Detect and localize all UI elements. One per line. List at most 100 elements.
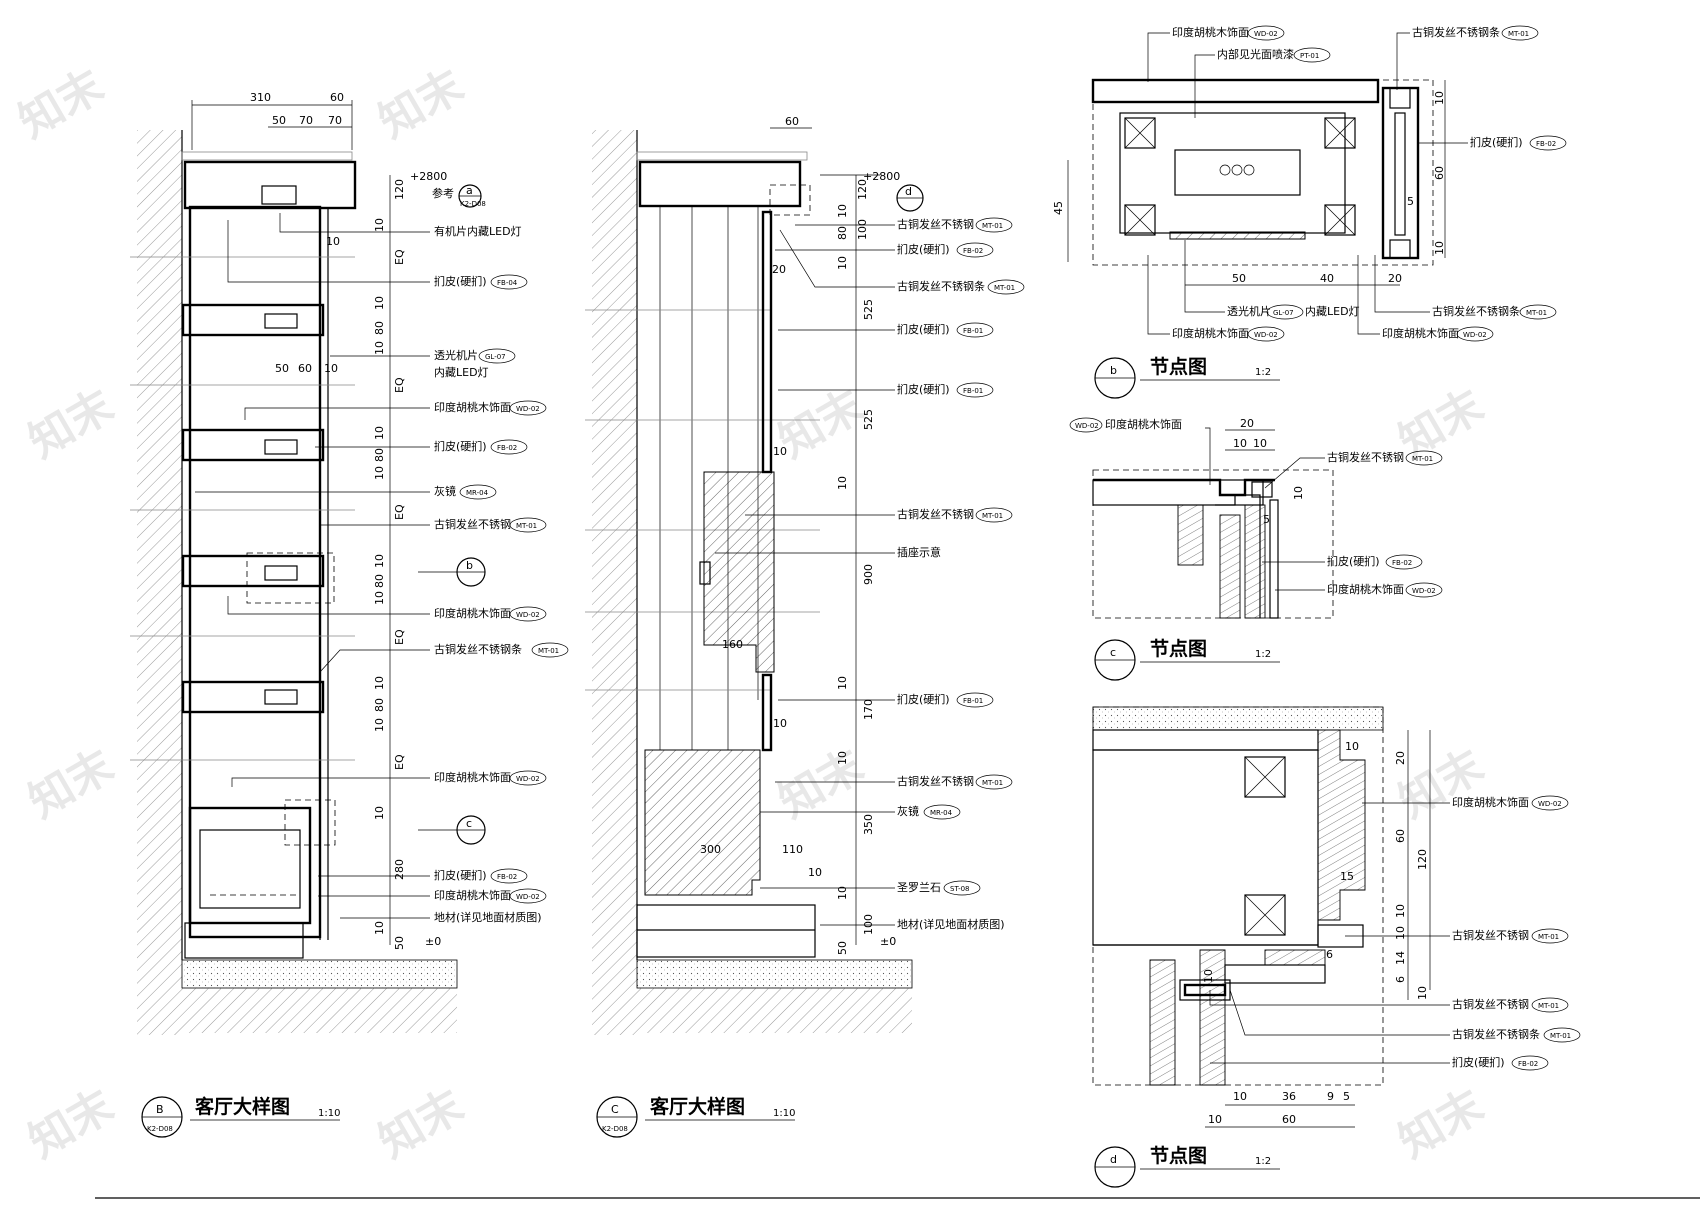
- svg-text:15: 15: [1340, 870, 1354, 883]
- svg-text:内藏LED灯: 内藏LED灯: [1305, 304, 1360, 318]
- mirror-panel: [644, 749, 761, 896]
- svg-text:印度胡桃木饰面: 印度胡桃木饰面: [1105, 417, 1182, 431]
- svg-text:地材(详见地面材质图): 地材(详见地面材质图): [434, 910, 542, 924]
- svg-text:印度胡桃木饰面: 印度胡桃木饰面: [434, 888, 511, 902]
- svg-text:灰镜: 灰镜: [897, 804, 919, 818]
- svg-text:古铜发丝不锈钢条: 古铜发丝不锈钢条: [434, 642, 522, 656]
- svg-text:d: d: [905, 185, 912, 198]
- svg-text:FB-02: FB-02: [497, 444, 517, 452]
- svg-text:10: 10: [1416, 986, 1429, 1000]
- svg-text:GL-07: GL-07: [485, 353, 506, 361]
- level-mark: +2800: [410, 170, 447, 183]
- svg-text:FB-02: FB-02: [497, 873, 517, 881]
- svg-text:120: 120: [393, 179, 406, 200]
- svg-text:古铜发丝不锈钢条: 古铜发丝不锈钢条: [1432, 304, 1520, 318]
- svg-text:5: 5: [1343, 1090, 1350, 1103]
- svg-text:印度胡桃木饰面: 印度胡桃木饰面: [434, 400, 511, 414]
- vertical-dims-c: 120 10 80 100 10 525 525 10 900 10 170 1…: [836, 179, 875, 955]
- svg-text:1:2: 1:2: [1255, 649, 1271, 660]
- svg-text:10: 10: [773, 445, 787, 458]
- svg-text:50: 50: [1232, 272, 1246, 285]
- svg-text:10: 10: [836, 676, 849, 690]
- svg-text:FB-01: FB-01: [963, 387, 983, 395]
- svg-text:10: 10: [773, 717, 787, 730]
- watermark-text: 知末: [10, 60, 112, 148]
- title-detail-d: 节点图: [1150, 1145, 1207, 1167]
- svg-text:古铜发丝不锈钢条: 古铜发丝不锈钢条: [1452, 1027, 1540, 1041]
- svg-text:古铜发丝不锈钢: 古铜发丝不锈钢: [897, 507, 974, 521]
- watermark-text: 知末: [1390, 1080, 1492, 1168]
- svg-text:WD-02: WD-02: [1254, 30, 1278, 38]
- svg-text:10: 10: [1345, 740, 1359, 753]
- svg-text:FB-02: FB-02: [963, 247, 983, 255]
- labels-b: 有机片内藏LED灯 扪皮(硬扪) FB-04 透光机片 GL-07 内藏LED灯…: [195, 213, 569, 924]
- svg-text:±0: ±0: [880, 935, 896, 948]
- svg-text:10: 10: [808, 866, 822, 879]
- svg-text:350: 350: [862, 814, 875, 835]
- svg-text:WD-02: WD-02: [1075, 422, 1099, 430]
- svg-text:170: 170: [862, 699, 875, 720]
- svg-text:地材(详见地面材质图): 地材(详见地面材质图): [897, 917, 1005, 931]
- svg-text:K2-D08: K2-D08: [460, 200, 486, 208]
- svg-text:MT-01: MT-01: [538, 647, 559, 655]
- svg-text:80: 80: [836, 226, 849, 240]
- svg-text:10: 10: [1208, 1113, 1222, 1126]
- svg-text:参考: 参考: [432, 186, 454, 200]
- svg-text:10: 10: [373, 426, 386, 440]
- svg-text:50: 50: [836, 941, 849, 955]
- svg-text:b: b: [466, 559, 473, 572]
- title-detail-c: 节点图: [1150, 638, 1207, 660]
- svg-text:10: 10: [1292, 486, 1305, 500]
- svg-text:WD-02: WD-02: [516, 775, 540, 783]
- svg-text:20: 20: [1388, 272, 1402, 285]
- svg-text:内部见光面喷漆: 内部见光面喷漆: [1217, 47, 1294, 61]
- svg-text:透光机片: 透光机片: [1227, 304, 1271, 318]
- svg-text:1:2: 1:2: [1255, 1156, 1271, 1167]
- svg-text:扪皮(硬扪): 扪皮(硬扪): [434, 439, 487, 453]
- svg-text:扪皮(硬扪): 扪皮(硬扪): [434, 274, 487, 288]
- svg-text:MT-01: MT-01: [1538, 933, 1559, 941]
- svg-text:EQ: EQ: [393, 504, 406, 520]
- svg-text:MT-01: MT-01: [1550, 1032, 1571, 1040]
- svg-text:印度胡桃木饰面: 印度胡桃木饰面: [434, 606, 511, 620]
- svg-text:160: 160: [722, 638, 743, 651]
- svg-text:扪皮(硬扪): 扪皮(硬扪): [1470, 135, 1523, 149]
- dim-50: 50: [272, 114, 286, 127]
- svg-text:B: B: [156, 1103, 164, 1116]
- svg-text:80: 80: [373, 448, 386, 462]
- svg-text:MT-01: MT-01: [982, 222, 1003, 230]
- title-detail-b: 节点图: [1150, 356, 1207, 378]
- svg-text:扪皮(硬扪): 扪皮(硬扪): [897, 322, 950, 336]
- svg-text:36: 36: [1282, 1090, 1296, 1103]
- hatched-panel: [703, 471, 775, 673]
- svg-text:6: 6: [1326, 948, 1333, 961]
- svg-text:FB-01: FB-01: [963, 697, 983, 705]
- svg-text:WD-02: WD-02: [516, 611, 540, 619]
- svg-text:10: 10: [1202, 969, 1215, 983]
- svg-text:1:10: 1:10: [773, 1108, 795, 1119]
- watermark-text: 知末: [1390, 380, 1492, 468]
- title-b: 客厅大样图: [195, 1095, 290, 1118]
- svg-text:b: b: [1110, 364, 1117, 377]
- svg-text:灰镜: 灰镜: [434, 484, 456, 498]
- svg-text:MT-01: MT-01: [1508, 30, 1529, 38]
- svg-text:EQ: EQ: [393, 377, 406, 393]
- svg-text:10: 10: [326, 235, 340, 248]
- svg-text:10: 10: [1394, 904, 1407, 918]
- svg-text:60: 60: [1394, 829, 1407, 843]
- svg-text:525: 525: [862, 409, 875, 430]
- svg-text:古铜发丝不锈钢: 古铜发丝不锈钢: [1452, 928, 1529, 942]
- svg-text:10: 10: [836, 751, 849, 765]
- svg-text:WD-02: WD-02: [1412, 587, 1436, 595]
- svg-text:50: 50: [275, 362, 289, 375]
- panel-grid: [585, 206, 820, 750]
- svg-text:10: 10: [836, 476, 849, 490]
- svg-text:10: 10: [373, 218, 386, 232]
- svg-text:K2-D08: K2-D08: [147, 1125, 173, 1133]
- svg-text:MT-01: MT-01: [516, 522, 537, 530]
- svg-text:扪皮(硬扪): 扪皮(硬扪): [897, 692, 950, 706]
- svg-text:120: 120: [1416, 849, 1429, 870]
- svg-text:EQ: EQ: [393, 629, 406, 645]
- svg-text:100: 100: [856, 219, 869, 240]
- svg-text:10: 10: [373, 718, 386, 732]
